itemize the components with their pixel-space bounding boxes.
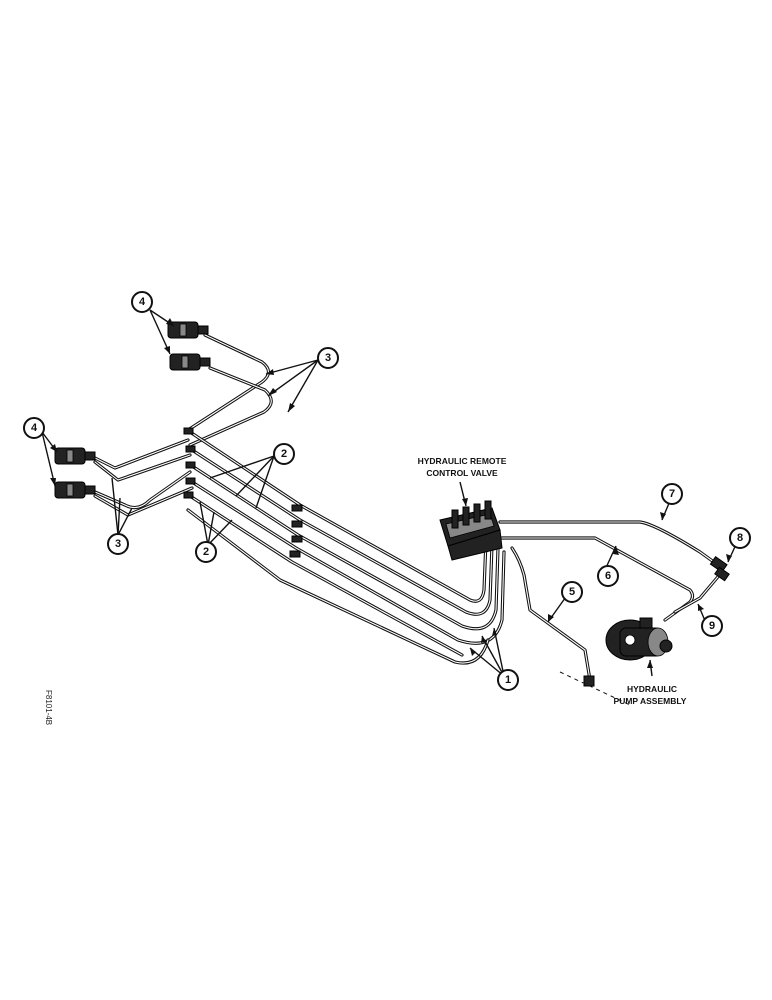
control-valve-label: HYDRAULIC REMOTE CONTROL VALVE: [418, 456, 507, 478]
callout-8-label: 8: [737, 532, 743, 544]
callout-5: 5: [561, 581, 583, 603]
callout-6-label: 6: [605, 570, 611, 582]
coupler-4-top-1: [167, 321, 209, 339]
control-valve-label-line2: CONTROL VALVE: [426, 468, 498, 478]
callout-8: 8: [729, 527, 751, 549]
callout-2-bottom-label: 2: [203, 546, 209, 558]
control-valve-label-line1: HYDRAULIC REMOTE: [418, 456, 507, 466]
callout-4-left-label: 4: [31, 422, 38, 434]
callout-9: 9: [701, 615, 723, 637]
coupler-4-left-1: [54, 447, 96, 465]
callout-2-bottom: 2: [195, 541, 217, 563]
callout-3-bottom-label: 3: [115, 538, 121, 550]
pump-label-line1: HYDRAULIC: [627, 684, 677, 694]
callout-2-top: 2: [273, 443, 295, 465]
lower-hoses-3: [93, 438, 194, 517]
callout-4-top-label: 4: [139, 296, 146, 308]
callout-1: 1: [497, 669, 519, 691]
hose-9: [673, 570, 724, 614]
hydraulic-remote-control-valve: [439, 500, 503, 561]
callout-3-top-label: 3: [325, 352, 331, 364]
callout-7-label: 7: [669, 488, 675, 500]
main-hose-bundle: [186, 430, 506, 665]
callout-1-label: 1: [505, 674, 511, 686]
hydraulic-pump-assembly: [605, 617, 673, 661]
coupler-4-top-2: [169, 353, 211, 371]
callout-6: 6: [597, 565, 619, 587]
hose-7: [498, 520, 720, 567]
callout-3-top: 3: [317, 347, 339, 369]
pump-label: HYDRAULIC PUMP ASSEMBLY: [614, 684, 687, 706]
callout-4-left: 4: [23, 417, 45, 439]
leader-arrows: [50, 318, 732, 668]
figure-code: F8101-4B: [44, 690, 53, 725]
bulkhead-fittings: [183, 427, 303, 558]
callout-9-label: 9: [709, 620, 715, 632]
callout-5-label: 5: [569, 586, 575, 598]
fitting-8: [709, 556, 730, 582]
callout-7: 7: [661, 483, 683, 505]
pump-label-line2: PUMP ASSEMBLY: [614, 696, 687, 706]
callout-4-top: 4: [131, 291, 153, 313]
coupler-4-left-2: [54, 481, 96, 499]
callout-2-top-label: 2: [281, 448, 287, 460]
upper-hoses-3: [186, 333, 273, 447]
reference-dash-line: [559, 671, 631, 706]
callout-3-bottom: 3: [107, 533, 129, 555]
